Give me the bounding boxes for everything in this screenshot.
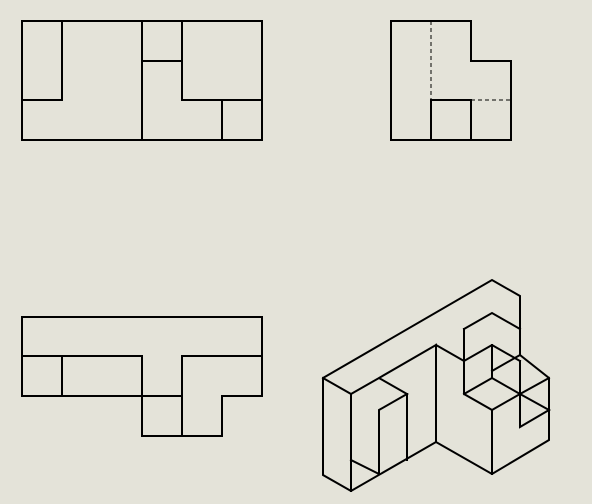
front-view-edges — [21, 20, 263, 141]
side-view-outline — [390, 20, 512, 141]
isometric-outline — [322, 278, 550, 493]
side-view-edges — [430, 99, 472, 141]
front-view — [21, 20, 263, 141]
side-view-hidden-lines — [430, 21, 511, 101]
top-view-edges — [61, 355, 263, 437]
top-view — [21, 316, 263, 437]
isometric-view — [321, 278, 552, 493]
isometric-edges — [321, 311, 552, 492]
side-view — [390, 20, 512, 141]
top-view-outline-lower-left — [21, 355, 63, 397]
top-view-outline — [21, 316, 263, 437]
